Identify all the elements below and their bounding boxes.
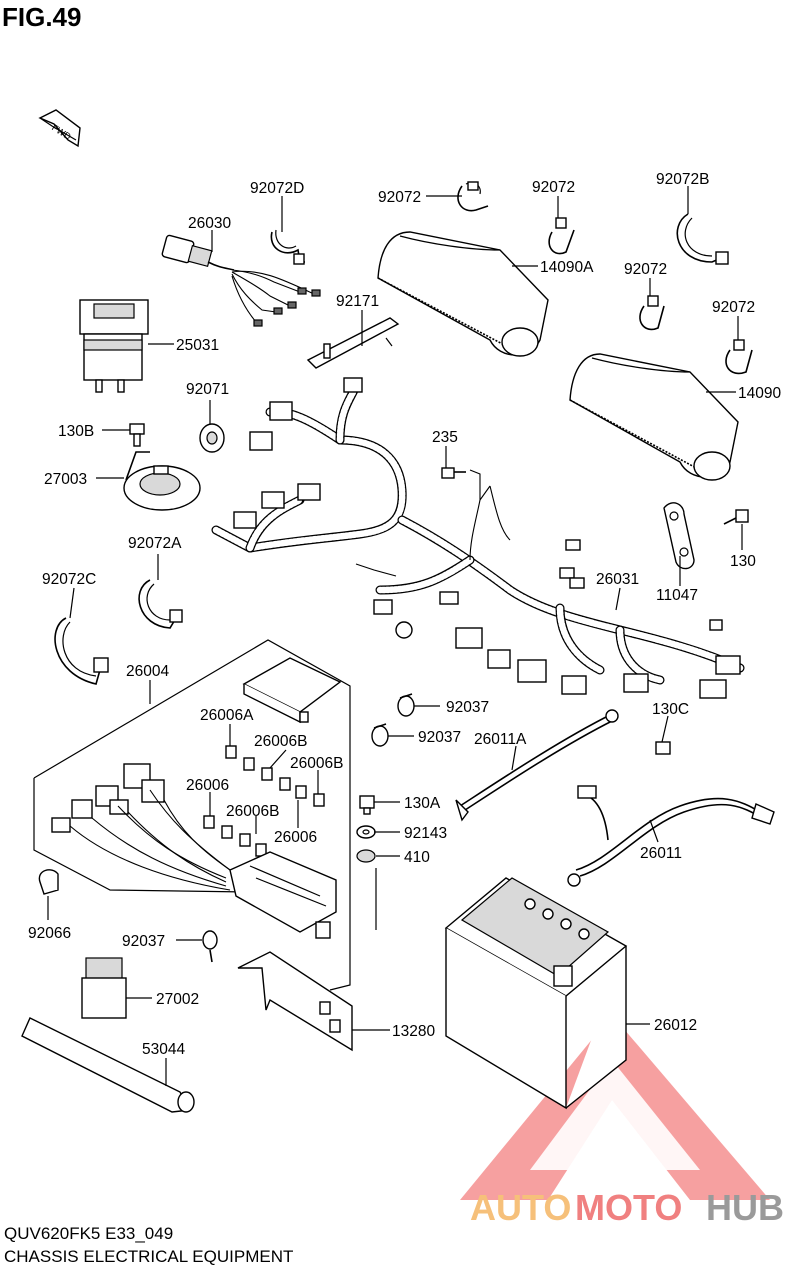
band-92072b bbox=[676, 213, 729, 265]
cover-14090 bbox=[569, 353, 739, 481]
label-27002[interactable]: 27002 bbox=[156, 991, 199, 1008]
grommet-92071 bbox=[199, 423, 225, 453]
label-11047[interactable]: 11047 bbox=[656, 587, 698, 604]
label-26012[interactable]: 26012 bbox=[654, 1017, 697, 1034]
label-235[interactable]: 235 bbox=[432, 429, 458, 446]
label-92071[interactable]: 92071 bbox=[186, 381, 229, 398]
label-26006B-a[interactable]: 26006B bbox=[254, 733, 307, 750]
label-26006B-b[interactable]: 26006B bbox=[290, 755, 343, 772]
label-92072A[interactable]: 92072A bbox=[128, 535, 182, 552]
label-92171[interactable]: 92171 bbox=[336, 293, 379, 310]
assembly-outline-26004 bbox=[33, 639, 351, 991]
label-26004[interactable]: 26004 bbox=[126, 663, 169, 680]
leader-lines bbox=[47, 186, 743, 1086]
label-92072-b[interactable]: 92072 bbox=[532, 179, 575, 196]
label-130A[interactable]: 130A bbox=[404, 795, 441, 812]
watermark-text: AUTO MOTO HUB bbox=[470, 1187, 784, 1228]
label-92066[interactable]: 92066 bbox=[28, 925, 71, 942]
watermark-auto: AUTO bbox=[470, 1187, 571, 1228]
clamp-92037-a bbox=[397, 693, 415, 717]
label-92072-c[interactable]: 92072 bbox=[624, 261, 667, 278]
fuse-harness-26004 bbox=[51, 763, 337, 939]
fuse-box-cover bbox=[242, 657, 342, 724]
main-harness-26031 bbox=[211, 377, 745, 699]
label-14090A[interactable]: 14090A bbox=[540, 259, 594, 276]
nut-410 bbox=[356, 849, 376, 863]
watermark-logo bbox=[460, 1015, 770, 1200]
clamp-92072-d bbox=[725, 339, 753, 375]
watermark-moto: MOTO bbox=[575, 1187, 682, 1228]
clamp-92037-c bbox=[202, 930, 218, 963]
bolt-130c bbox=[655, 741, 671, 755]
relay-27002 bbox=[81, 957, 127, 1019]
part-labels: 92072D 26030 92072 92072 92072B 14090A 9… bbox=[28, 171, 781, 1058]
clamp-92072-b bbox=[548, 217, 575, 255]
label-130[interactable]: 130 bbox=[730, 553, 756, 570]
bracket-13280 bbox=[237, 951, 353, 1052]
bracket-92171 bbox=[306, 317, 400, 369]
label-92072-d[interactable]: 92072 bbox=[712, 299, 755, 316]
label-410[interactable]: 410 bbox=[404, 849, 430, 866]
label-130C[interactable]: 130C bbox=[652, 701, 689, 718]
label-92037-a[interactable]: 92037 bbox=[446, 699, 489, 716]
horn-27003 bbox=[123, 451, 201, 511]
cable-26011 bbox=[567, 785, 775, 887]
cover-14090a bbox=[377, 231, 549, 357]
label-26006-a[interactable]: 26006 bbox=[186, 777, 229, 794]
watermark-hub: HUB bbox=[706, 1187, 784, 1228]
label-25031[interactable]: 25031 bbox=[176, 337, 219, 354]
clip-92066 bbox=[38, 869, 59, 895]
label-26006-b[interactable]: 26006 bbox=[274, 829, 317, 846]
tube-53044 bbox=[21, 1017, 195, 1113]
bolt-130b bbox=[129, 423, 145, 447]
figure-title: FIG.49 bbox=[2, 2, 82, 32]
label-26011[interactable]: 26011 bbox=[640, 845, 682, 862]
band-92072a bbox=[138, 579, 183, 629]
label-14090[interactable]: 14090 bbox=[738, 385, 781, 402]
label-27003[interactable]: 27003 bbox=[44, 471, 87, 488]
label-26006A[interactable]: 26006A bbox=[200, 707, 254, 724]
label-92072-a[interactable]: 92072 bbox=[378, 189, 421, 206]
cable-26011a bbox=[455, 709, 619, 822]
fuse-set bbox=[203, 745, 325, 857]
hour-meter-25031 bbox=[79, 299, 149, 393]
clamp-92072-a bbox=[457, 181, 489, 212]
label-26031[interactable]: 26031 bbox=[596, 571, 639, 588]
label-26030[interactable]: 26030 bbox=[188, 215, 231, 232]
clamp-92072-c bbox=[639, 295, 665, 331]
model-code: QUV620FK5 E33_049 bbox=[4, 1224, 174, 1243]
fwd-arrow-icon: FWD bbox=[38, 109, 81, 148]
label-92037-b[interactable]: 92037 bbox=[418, 729, 461, 746]
figure-caption: CHASSIS ELECTRICAL EQUIPMENT bbox=[4, 1247, 294, 1266]
battery-26012 bbox=[444, 877, 628, 1110]
screw-235 bbox=[441, 467, 466, 479]
label-92143[interactable]: 92143 bbox=[404, 825, 447, 842]
bracket-11047 bbox=[663, 502, 695, 570]
label-92072D[interactable]: 92072D bbox=[250, 180, 304, 197]
label-26006B-c[interactable]: 26006B bbox=[226, 803, 279, 820]
label-92037-c[interactable]: 92037 bbox=[122, 933, 165, 950]
clamp-92037-b bbox=[371, 723, 389, 747]
bolt-130 bbox=[723, 509, 749, 525]
washer-92143 bbox=[356, 825, 376, 839]
label-13280[interactable]: 13280 bbox=[392, 1023, 435, 1040]
label-92072C[interactable]: 92072C bbox=[42, 571, 96, 588]
label-26011A[interactable]: 26011A bbox=[474, 731, 527, 748]
label-130B[interactable]: 130B bbox=[58, 423, 94, 440]
label-53044[interactable]: 53044 bbox=[142, 1041, 185, 1058]
sub-harness-26030 bbox=[161, 234, 321, 327]
band-92072c bbox=[54, 617, 109, 685]
label-92072B[interactable]: 92072B bbox=[656, 171, 709, 188]
bolt-130a bbox=[359, 795, 375, 815]
band-92072d bbox=[270, 229, 305, 265]
